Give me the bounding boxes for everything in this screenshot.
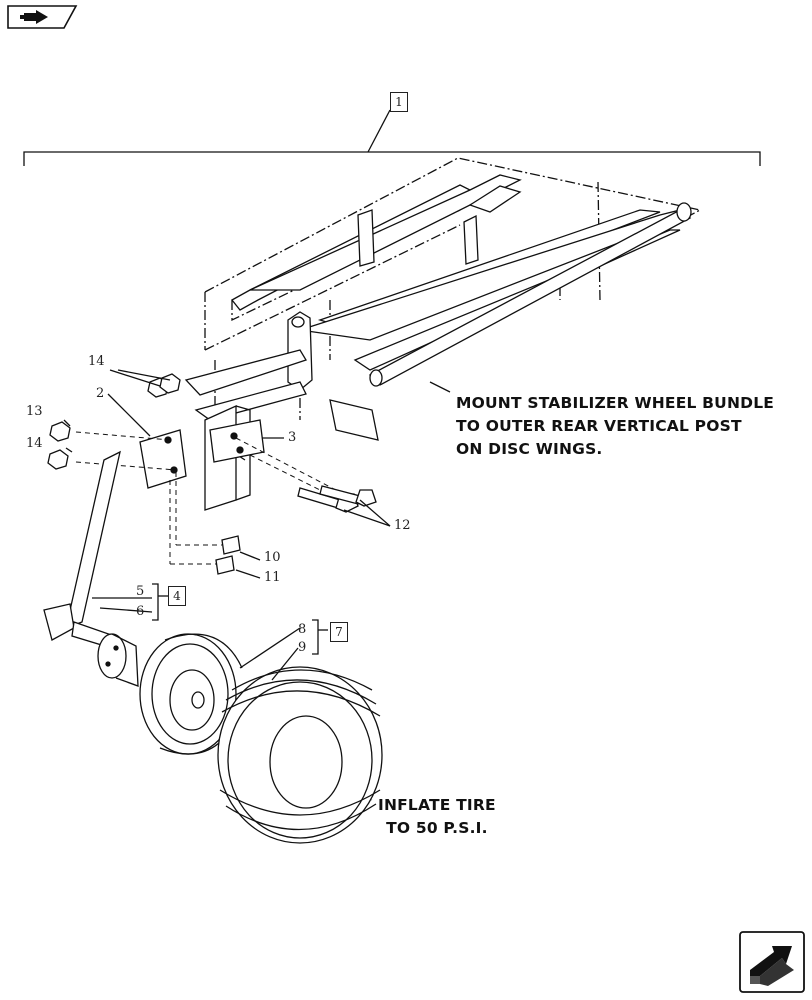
callout-13[interactable]: 13 (26, 404, 43, 419)
tire (217, 666, 383, 844)
next-button[interactable] (738, 930, 806, 994)
arrow-bent-icon (739, 931, 805, 993)
callout-1[interactable]: 1 (390, 92, 408, 112)
callout-12[interactable]: 12 (394, 518, 411, 533)
mount-note-line-2: TO OUTER REAR VERTICAL POST (456, 417, 742, 435)
callout-3[interactable]: 3 (288, 430, 297, 445)
callout-9[interactable]: 9 (298, 640, 307, 655)
mount-note-line-3: ON DISC WINGS. (456, 440, 603, 458)
callout-14-top[interactable]: 14 (88, 354, 105, 369)
assembly-bracket (23, 151, 761, 166)
mount-instruction-note: MOUNT STABILIZER WHEEL BUNDLE TO OUTER R… (456, 392, 774, 461)
mount-plate-3 (209, 419, 265, 463)
back-button[interactable] (6, 4, 78, 30)
callout-8[interactable]: 8 (298, 622, 307, 637)
callout-10[interactable]: 10 (264, 550, 281, 565)
bolts-12 (297, 485, 377, 513)
callout-11[interactable]: 11 (264, 570, 281, 585)
inflate-note-line-2: TO 50 P.S.I. (386, 819, 488, 837)
mount-note-line-1: MOUNT STABILIZER WHEEL BUNDLE (456, 394, 775, 412)
wheel-rim (139, 633, 243, 755)
callout-2[interactable]: 2 (96, 386, 105, 401)
stabilizer-arm (65, 450, 121, 630)
wing-frame-solid (184, 174, 692, 511)
callout-6[interactable]: 6 (136, 604, 145, 619)
callout-5[interactable]: 5 (136, 584, 145, 599)
inflate-note-line-1: INFLATE TIRE (378, 796, 496, 814)
inflate-instruction-note: INFLATE TIRE TO 50 P.S.I. (378, 794, 496, 840)
mount-plate-2 (139, 429, 187, 489)
wheel-hub (97, 633, 139, 687)
arrow-right-icon (7, 5, 78, 29)
callout-4[interactable]: 4 (168, 586, 186, 606)
callout-14-left[interactable]: 14 (26, 436, 43, 451)
callout-7[interactable]: 7 (330, 622, 348, 642)
